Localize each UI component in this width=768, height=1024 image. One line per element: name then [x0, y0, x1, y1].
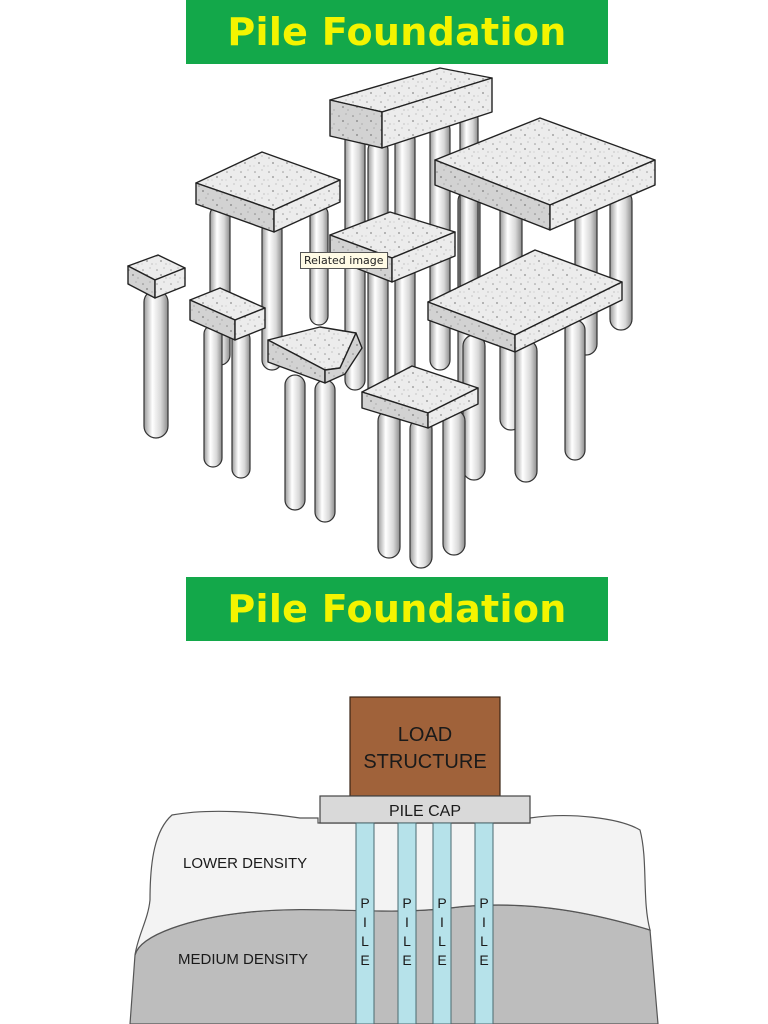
medium-density-label: MEDIUM DENSITY: [178, 951, 308, 968]
pile-2-letter: P: [402, 895, 411, 911]
slide-title-bottom: Pile Foundation: [186, 577, 608, 641]
pile-1-letter: L: [361, 933, 369, 949]
pile-cap-slab: [319, 795, 531, 824]
pile-4-letter: I: [482, 914, 486, 930]
pile-3-letter: P: [437, 895, 446, 911]
pile-1: [355, 822, 375, 1024]
load-structure-block: [349, 696, 501, 797]
pile-4: [474, 822, 494, 1024]
pile-2-letter: I: [405, 914, 409, 930]
slide-title-top: Pile Foundation: [186, 0, 608, 64]
pile-1-letter: P: [360, 895, 369, 911]
lower-density-layer: [134, 810, 651, 956]
load-structure-label-2: STRUCTURE: [363, 751, 486, 773]
lower-density-label: LOWER DENSITY: [183, 855, 307, 872]
pile-3-letter: E: [437, 952, 446, 968]
pile-1-letter: I: [363, 914, 367, 930]
slide-title-text: Pile Foundation: [227, 587, 567, 631]
pile-cap-left: [195, 151, 341, 233]
pile-4-letter: P: [479, 895, 488, 911]
pile-2-letter: L: [403, 933, 411, 949]
pile-cap-right-front: [427, 249, 623, 353]
pile-3: [432, 822, 452, 1024]
pile-cap-single: [127, 254, 186, 299]
pile-cap-back: [329, 67, 493, 149]
pile-2: [397, 822, 417, 1024]
pile-4-letter: L: [480, 933, 488, 949]
pile-cap-triangular: [267, 326, 363, 384]
pile-2-letter: E: [402, 952, 411, 968]
pile-cap-front: [361, 365, 479, 429]
pile-3-letter: I: [440, 914, 444, 930]
pile-cap-isometric-illustration: [127, 67, 656, 569]
pile-cap-right-large: [434, 117, 656, 231]
pile-cap-label: PILE CAP: [389, 803, 461, 820]
pile-4-letter: E: [479, 952, 488, 968]
slide-title-text: Pile Foundation: [227, 10, 567, 54]
load-structure-label-1: LOAD: [398, 724, 452, 746]
pile-3-letter: L: [438, 933, 446, 949]
pile-cap-small: [189, 287, 266, 341]
related-image-tooltip: Related image: [300, 252, 388, 269]
pile-1-letter: E: [360, 952, 369, 968]
pile: [284, 374, 306, 511]
